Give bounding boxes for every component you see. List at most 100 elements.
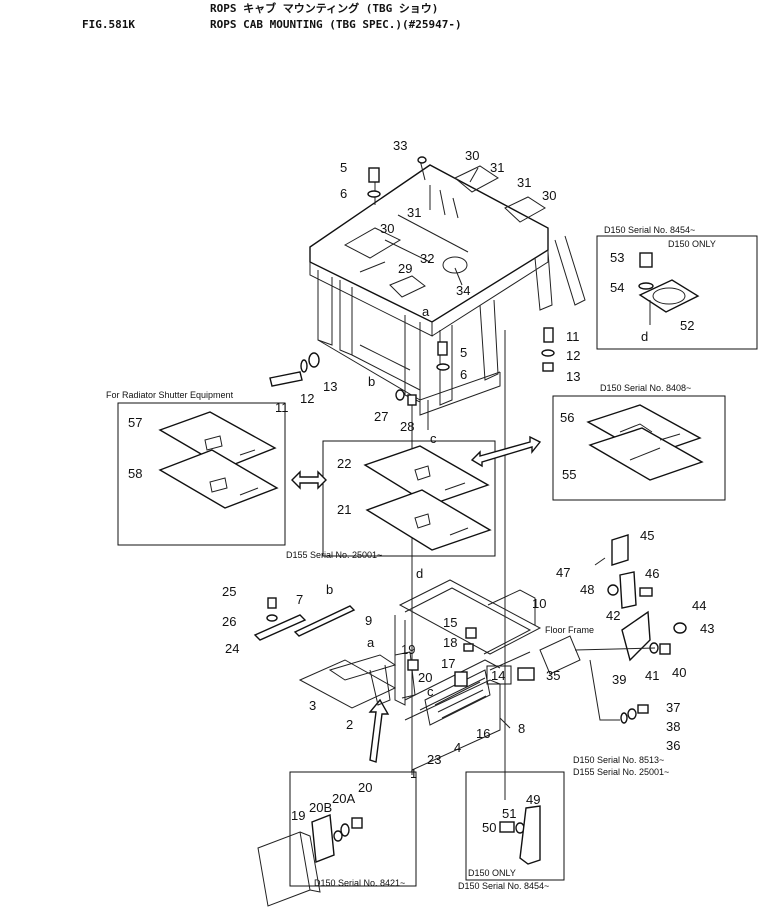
part-label: 19 — [291, 808, 305, 823]
part-label: 40 — [672, 665, 686, 680]
part-label: 21 — [337, 502, 351, 517]
part-label: 36 — [666, 738, 680, 753]
part-label: 30 — [542, 188, 556, 203]
caption-d150-8454-top: D150 Serial No. 8454~ — [604, 225, 695, 235]
part-label: c — [430, 431, 437, 446]
part-label: 52 — [680, 318, 694, 333]
part-label: 4 — [454, 740, 461, 755]
caption-d155-25001-low: D155 Serial No. 25001~ — [573, 767, 669, 777]
part-label: 34 — [456, 283, 470, 298]
part-label: 8 — [518, 721, 525, 736]
bracket-8454-illustration — [499, 805, 541, 865]
part-label: 13 — [323, 379, 337, 394]
part-label: 56 — [560, 410, 574, 425]
plate-8421-illustration — [257, 814, 363, 907]
part-label: 22 — [337, 456, 351, 471]
part-label: 31 — [490, 160, 504, 175]
floor-mat-radiator-illustration — [158, 411, 279, 509]
part-label: 7 — [296, 592, 303, 607]
part-label: 54 — [610, 280, 624, 295]
part-label: 25 — [222, 584, 236, 599]
part-label: 29 — [398, 261, 412, 276]
inset-box-d150-8421 — [289, 771, 417, 887]
part-label: 31 — [517, 175, 531, 190]
part-label: 13 — [566, 369, 580, 384]
part-label: 11 — [566, 329, 580, 344]
part-label: 42 — [606, 608, 620, 623]
exchange-arrows — [291, 435, 542, 763]
inset-box-floor-mats — [322, 440, 496, 557]
part-label: 1 — [410, 766, 417, 781]
part-label: 6 — [340, 186, 347, 201]
caption-d155-25001-mid: D155 Serial No. 25001~ — [286, 550, 382, 560]
part-label: a — [367, 635, 375, 650]
part-label: 24 — [225, 641, 239, 656]
caption-radiator-shutter: For Radiator Shutter Equipment — [106, 390, 234, 400]
part-label: 2 — [346, 717, 353, 732]
part-label: 9 — [365, 613, 372, 628]
part-label: 55 — [562, 467, 576, 482]
rubber-mount-illustration — [638, 252, 700, 325]
part-label: 16 — [476, 726, 490, 741]
part-label: 39 — [612, 672, 626, 687]
part-label: d — [416, 566, 423, 581]
part-label: 33 — [393, 138, 407, 153]
part-label: 5 — [460, 345, 467, 360]
part-label: b — [368, 374, 375, 389]
part-label: 48 — [580, 582, 594, 597]
part-label: 30 — [380, 221, 394, 236]
part-label: 32 — [420, 251, 434, 266]
part-label: 14 — [491, 668, 505, 683]
part-label: 11 — [275, 400, 289, 415]
fastener-icons — [269, 156, 555, 406]
part-label: 18 — [443, 635, 457, 650]
part-label: 49 — [526, 792, 540, 807]
part-label: 5 — [340, 160, 347, 175]
part-label: 10 — [532, 596, 546, 611]
part-label: 37 — [666, 700, 680, 715]
part-label: 28 — [400, 419, 414, 434]
part-label: b — [326, 582, 333, 597]
part-label: 20 — [358, 780, 372, 795]
floor-mat-8408-illustration — [586, 404, 704, 481]
part-label: 15 — [443, 615, 457, 630]
part-label: 12 — [566, 348, 580, 363]
inset-box-d150-8408 — [552, 395, 726, 501]
part-label: 3 — [309, 698, 316, 713]
part-label: 6 — [460, 367, 467, 382]
part-label: 27 — [374, 409, 388, 424]
figure-label: FIG.581K — [82, 18, 135, 31]
caption-d150-8454-bottom: D150 Serial No. 8454~ — [458, 881, 549, 891]
caption-d150-8421: D150 Serial No. 8421~ — [314, 878, 405, 888]
caption-d150-only-top: D150 ONLY — [668, 239, 716, 249]
part-label: 17 — [441, 656, 455, 671]
part-label: 53 — [610, 250, 624, 265]
title-english: ROPS CAB MOUNTING (TBG SPEC.)(#25947-) — [210, 18, 462, 31]
part-label: 58 — [128, 466, 142, 481]
part-label: 38 — [666, 719, 680, 734]
part-label: 19 — [401, 642, 415, 657]
title-japanese: ROPS キャブ マウンティング (TBG ショウ) — [210, 1, 438, 15]
part-label: a — [422, 304, 430, 319]
part-label: 50 — [482, 820, 496, 835]
part-label: 26 — [222, 614, 236, 629]
inset-box-d150-8454-bottom — [465, 771, 565, 881]
part-label: 12 — [300, 391, 314, 406]
part-label: 23 — [427, 752, 441, 767]
part-label: c — [427, 684, 434, 699]
part-label: 20A — [332, 791, 355, 806]
part-label: 45 — [640, 528, 654, 543]
part-label: 57 — [128, 415, 142, 430]
part-label: 20B — [309, 800, 332, 815]
part-label: 46 — [645, 566, 659, 581]
part-label: 35 — [546, 668, 560, 683]
caption-d150-8513: D150 Serial No. 8513~ — [573, 755, 664, 765]
caption-floor-frame: Floor Frame — [545, 625, 594, 635]
part-label: 43 — [700, 621, 714, 636]
inset-box-radiator-shutter — [117, 402, 286, 546]
floor-mat-main-illustration — [363, 445, 492, 551]
caption-d150-8408: D150 Serial No. 8408~ — [600, 383, 691, 393]
part-label: d — [641, 329, 648, 344]
part-label: 51 — [502, 806, 516, 821]
